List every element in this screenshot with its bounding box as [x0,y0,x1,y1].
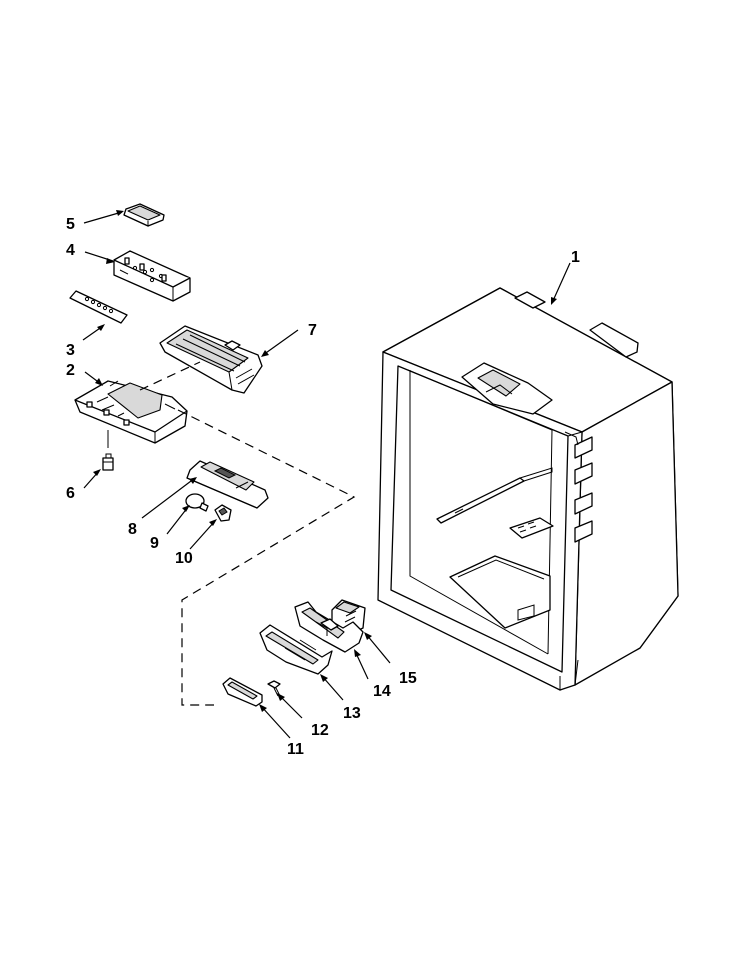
callout-3: 3 [66,342,75,359]
control-cover [123,203,165,227]
callout-9: 9 [150,535,159,552]
air-diffuser [159,325,263,394]
lamp-housing [294,601,364,653]
callout-5: 5 [66,216,75,233]
callout-11: 11 [287,741,304,758]
light-bulb [185,493,209,512]
callout-2: 2 [66,362,75,379]
callout-13: 13 [343,705,361,722]
callout-15: 15 [399,670,417,687]
screw [267,680,281,697]
callout-1: 1 [571,249,580,266]
lamp-socket [214,504,232,522]
callout-6: 6 [66,485,75,502]
control-overlay [69,290,128,324]
lens-cover [222,677,263,707]
refrigerator-liner [377,287,679,691]
callout-10: 10 [175,550,193,567]
switch [102,453,114,471]
control-board-bracket [113,250,191,302]
assembly-boundary-dashed [139,361,356,706]
leader-lines [82,210,571,739]
callout-7: 7 [308,322,317,339]
callout-8: 8 [128,521,137,538]
light-shield [259,624,333,675]
callout-4: 4 [66,242,75,259]
callout-labels: 1 2 3 4 5 6 7 8 9 10 11 12 13 14 15 [66,216,580,758]
callout-12: 12 [311,722,329,739]
light-housing [186,460,269,509]
control-housing [74,380,188,448]
callout-14: 14 [373,683,391,700]
